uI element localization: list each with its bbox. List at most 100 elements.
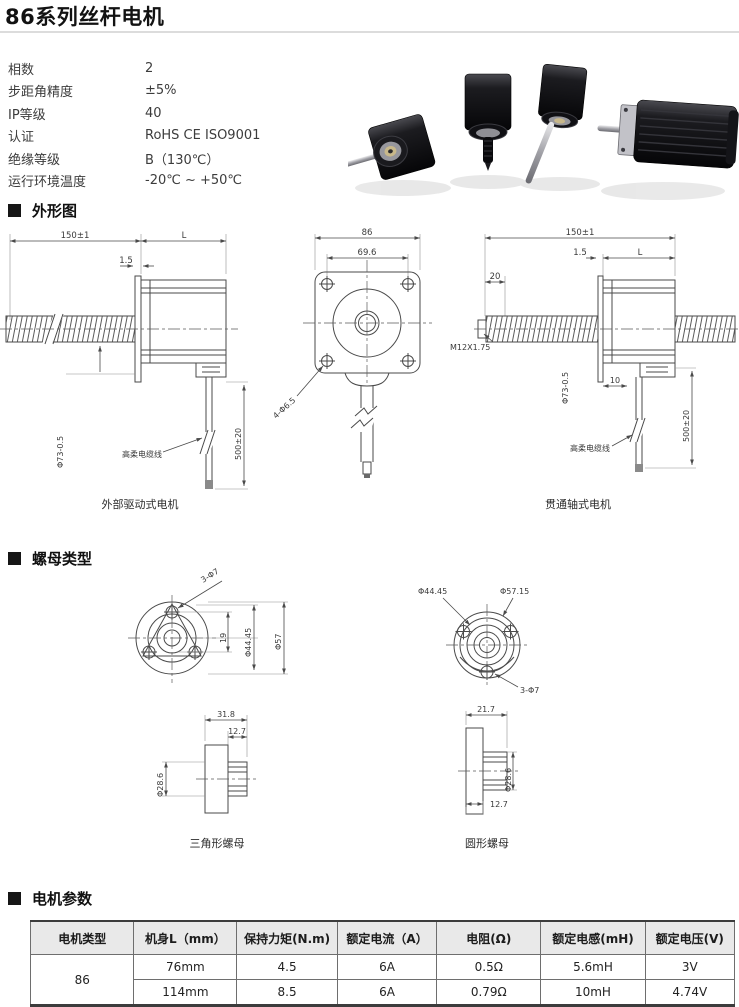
dim-21-7: 21.7 bbox=[477, 705, 495, 714]
dim-phi73-left: Φ73-0.5 bbox=[56, 436, 65, 468]
dim-3-phi7-round: 3-Φ7 bbox=[520, 686, 539, 695]
dim-150-left: 150±1 bbox=[61, 231, 90, 241]
spec-label: 绝缘等级 bbox=[8, 152, 61, 168]
motor-photo-4 bbox=[597, 99, 739, 169]
dim-500-right: 500±20 bbox=[682, 410, 691, 442]
section-label: 螺母类型 bbox=[32, 550, 93, 568]
dim-L-right: L bbox=[638, 248, 643, 258]
cable-label-right: 高柔电缆线 bbox=[570, 443, 610, 453]
caption-round-nut: 圆形螺母 bbox=[465, 837, 509, 850]
cell-holding-torque: 4.5 bbox=[236, 954, 338, 980]
dim-phi28-6-round: Φ28.6 bbox=[504, 768, 513, 792]
cell-rated-current: 6A bbox=[336, 979, 438, 1006]
spec-value: 2 bbox=[145, 60, 154, 76]
dim-12-7-triangular: 12.7 bbox=[228, 727, 246, 736]
spec-label: 认证 bbox=[8, 130, 35, 146]
spec-value: RoHS CE ISO9001 bbox=[145, 128, 261, 144]
drawing-triangular-nut-side: 31.8 12.7 Φ28.6 三角形螺母 bbox=[156, 710, 258, 850]
spec-label: IP等级 bbox=[8, 107, 46, 123]
drawing-front-view: 86 69.6 4-Φ6.5 bbox=[271, 228, 432, 478]
spec-row: 步距角精度±5% bbox=[8, 80, 338, 103]
section-square-icon bbox=[8, 892, 21, 905]
dim-150-right: 150±1 bbox=[566, 228, 595, 238]
cell-body-length: 114mm bbox=[133, 979, 238, 1006]
col-header-resistance: 电阻(Ω) bbox=[436, 920, 542, 955]
section-heading-motor-params: 电机参数 bbox=[8, 888, 92, 909]
dim-1-5-left: 1.5 bbox=[119, 256, 133, 266]
spec-row: 运行环境温度 -20℃ ~ +50℃ bbox=[8, 170, 338, 193]
motor-photo-2 bbox=[464, 73, 512, 171]
table-row: 114mm 8.5 6A 0.79Ω 10mH 4.74V bbox=[31, 979, 736, 1006]
outline-drawings: 150±1 L 1.5 500±20 Φ73-0.5 高柔电缆线 外部驱动式电机 bbox=[0, 228, 739, 511]
col-header-rated-inductance: 额定电感(mH) bbox=[540, 920, 646, 955]
drawing-through-shaft-motor: 150±1 L 1.5 20 M12X1.75 10 Φ73-0.5 50 bbox=[450, 228, 739, 511]
dim-86: 86 bbox=[362, 228, 373, 238]
caption-external-drive: 外部驱动式电机 bbox=[102, 497, 179, 511]
nut-drawings: 3-Φ7 19 Φ44.45 Φ57 31.8 12.7 Φ28.6 三角形螺母 bbox=[128, 567, 539, 850]
dim-1-5-right: 1.5 bbox=[573, 248, 587, 258]
spec-row: 相数 2 bbox=[8, 57, 338, 80]
cell-rated-inductance: 5.6mH bbox=[540, 954, 646, 980]
table-header-row: 电机类型 机身L（mm） 保持力矩(N.m) 额定电流（A） 电阻(Ω) 额定电… bbox=[29, 920, 736, 955]
spec-label: 运行环境温度 bbox=[8, 175, 87, 191]
table-row: 86 76mm 4.5 6A 0.5Ω 5.6mH 3V bbox=[29, 954, 736, 1006]
spec-label: 相数 bbox=[8, 62, 35, 78]
col-header-rated-voltage: 额定电压(V) bbox=[644, 920, 736, 955]
page-title: 86系列丝杆电机 bbox=[5, 5, 165, 29]
dim-4-phi6-5: 4-Φ6.5 bbox=[271, 396, 297, 421]
dim-20: 20 bbox=[490, 272, 501, 282]
spec-value: B（130℃） bbox=[145, 152, 220, 168]
section-label: 外形图 bbox=[32, 202, 78, 220]
spec-value: -20℃ ~ +50℃ bbox=[145, 173, 243, 189]
dim-phi73-right: Φ73-0.5 bbox=[561, 372, 570, 404]
dim-500-left: 500±20 bbox=[234, 428, 243, 460]
dim-19: 19 bbox=[219, 633, 228, 643]
spec-value: 40 bbox=[145, 105, 162, 121]
cell-rated-voltage: 4.74V bbox=[644, 979, 736, 1006]
motor-photo-1 bbox=[348, 114, 436, 180]
dim-phi44-round: Φ44.45 bbox=[418, 587, 447, 596]
dim-10: 10 bbox=[610, 376, 620, 385]
dim-m12: M12X1.75 bbox=[450, 343, 490, 352]
spec-list: 相数 2 步距角精度±5% IP等级 40 认证 RoHS CE ISO9001 绝缘… bbox=[8, 57, 338, 192]
dim-69-6: 69.6 bbox=[358, 248, 377, 258]
section-square-icon bbox=[8, 204, 21, 217]
spec-row: 认证 RoHS CE ISO9001 bbox=[8, 125, 338, 148]
dim-L-left: L bbox=[182, 231, 187, 241]
cell-resistance: 0.5Ω bbox=[436, 954, 542, 980]
dim-phi57: Φ57 bbox=[274, 634, 283, 650]
motor-photo-3 bbox=[525, 63, 588, 184]
drawing-external-drive-motor: 150±1 L 1.5 500±20 Φ73-0.5 高柔电缆线 外部驱动式电机 bbox=[0, 231, 248, 511]
photo-reflections bbox=[355, 175, 725, 200]
drawing-round-nut-side: 21.7 Φ28.6 12.7 圆形螺母 bbox=[458, 705, 518, 850]
section-heading-outline: 外形图 bbox=[8, 200, 77, 221]
caption-through-shaft: 贯通轴式电机 bbox=[545, 497, 611, 511]
spec-value: ±5% bbox=[145, 83, 177, 99]
dim-3-phi7-triangular: 3-Φ7 bbox=[199, 567, 220, 585]
cell-body-length: 76mm bbox=[133, 954, 238, 980]
col-header-body-length: 机身L（mm） bbox=[133, 920, 238, 955]
section-heading-nut-types: 螺母类型 bbox=[8, 548, 92, 569]
motor-params-table: 电机类型 机身L（mm） 保持力矩(N.m) 额定电流（A） 电阻(Ω) 额定电… bbox=[29, 920, 736, 1007]
dim-phi44-triangular: Φ44.45 bbox=[244, 628, 253, 657]
product-photo bbox=[348, 63, 739, 200]
drawing-round-nut-front: Φ44.45 Φ57.15 3-Φ7 bbox=[418, 587, 539, 695]
cell-rated-current: 6A bbox=[336, 954, 438, 980]
cell-motor-type: 86 bbox=[29, 954, 135, 1006]
dim-phi57-15: Φ57.15 bbox=[500, 587, 529, 596]
dim-12-7-round: 12.7 bbox=[490, 800, 508, 809]
cable-label-left: 高柔电缆线 bbox=[122, 449, 162, 459]
drawing-triangular-nut-front: 3-Φ7 19 Φ44.45 Φ57 bbox=[128, 567, 288, 683]
section-square-icon bbox=[8, 552, 21, 565]
spec-row: IP等级 40 bbox=[8, 102, 338, 125]
title-divider bbox=[0, 31, 739, 33]
cell-holding-torque: 8.5 bbox=[236, 979, 338, 1006]
caption-triangular-nut: 三角形螺母 bbox=[190, 837, 245, 850]
cell-rated-voltage: 3V bbox=[644, 954, 736, 980]
spec-row: 绝缘等级 B（130℃） bbox=[8, 147, 338, 170]
dim-31-8: 31.8 bbox=[217, 710, 235, 719]
col-header-rated-current: 额定电流（A） bbox=[336, 920, 438, 955]
col-header-holding-torque: 保持力矩(N.m) bbox=[236, 920, 338, 955]
cell-resistance: 0.79Ω bbox=[436, 979, 542, 1006]
dim-phi28-6-triangular: Φ28.6 bbox=[156, 773, 165, 797]
